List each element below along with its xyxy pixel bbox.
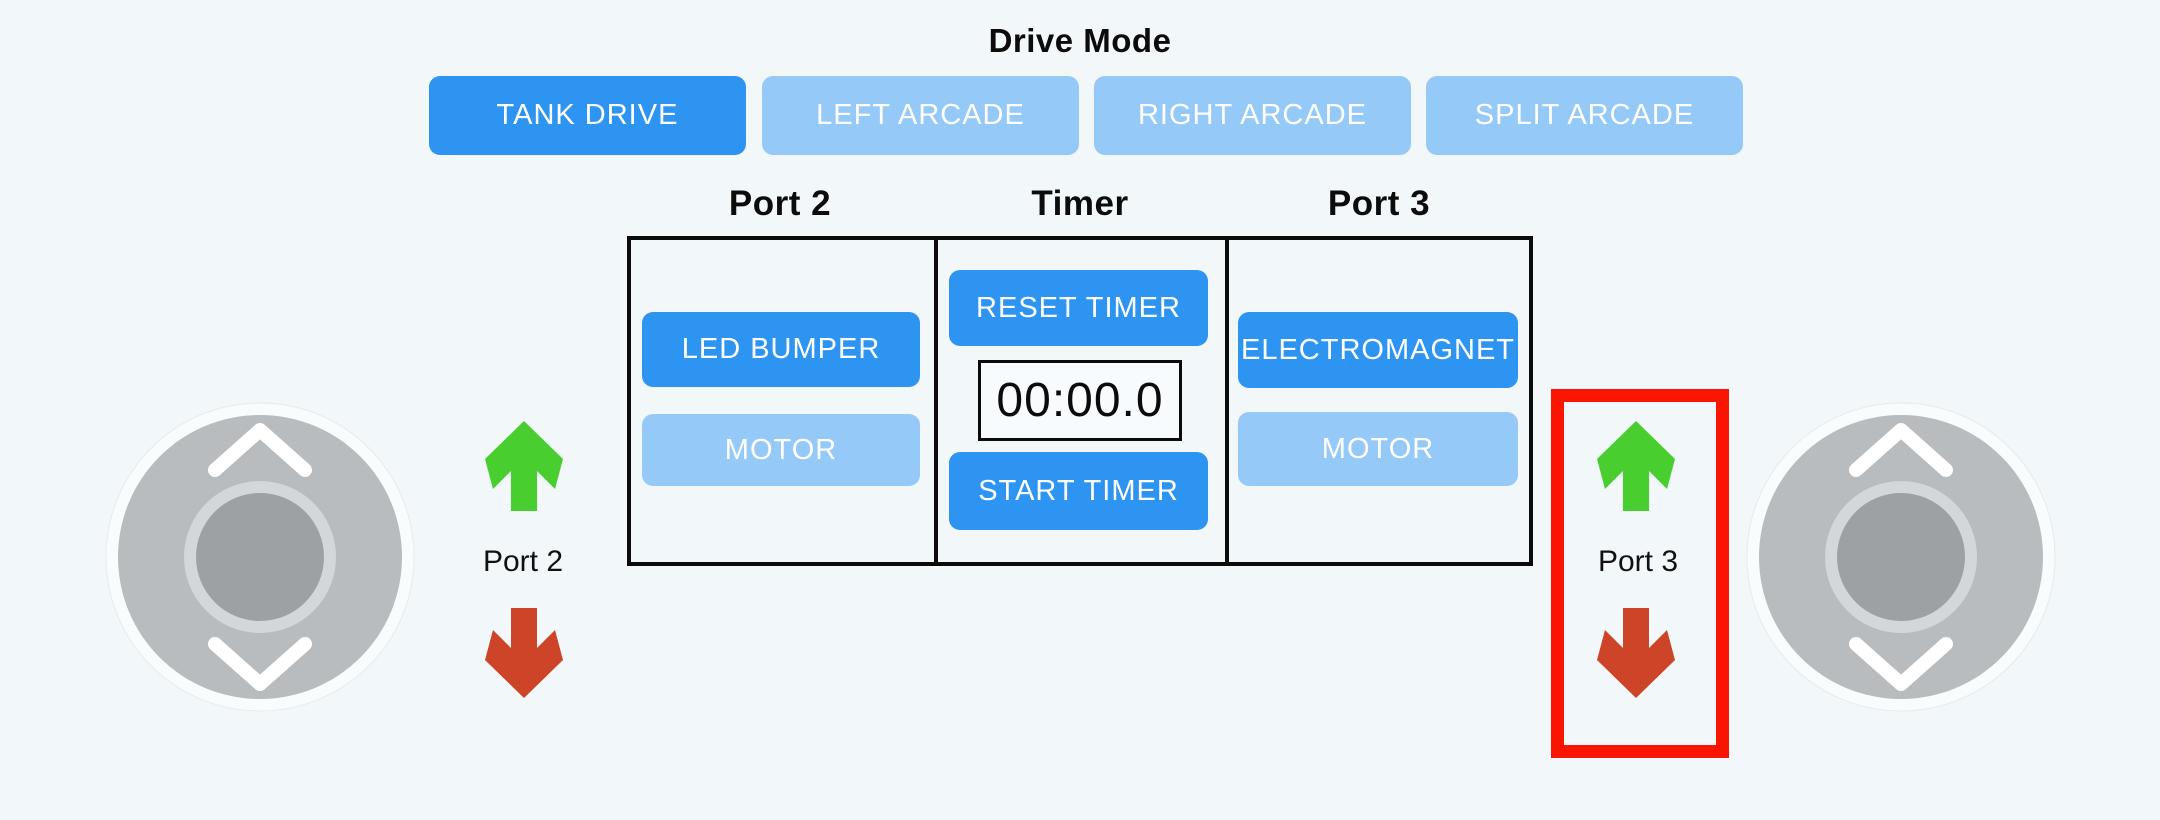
port3-electromagnet-button[interactable]: ELECTROMAGNET	[1238, 312, 1518, 388]
green-up-arrow-icon	[1597, 421, 1675, 511]
left-port-label: Port 2	[482, 545, 564, 578]
joystick-up-chevron-icon	[208, 423, 312, 477]
control-board-table	[627, 236, 1533, 566]
joystick-down-chevron-icon	[1849, 637, 1953, 691]
timer-column-header: Timer	[1031, 184, 1129, 223]
port3-column-header: Port 3	[1327, 184, 1431, 223]
start-timer-button[interactable]: START TIMER	[949, 452, 1208, 530]
red-down-arrow-icon	[1597, 608, 1675, 698]
red-down-arrow-icon	[485, 608, 563, 698]
green-up-arrow-icon	[485, 421, 563, 511]
timer-display: 00:00.0	[978, 360, 1182, 441]
port2-motor-button[interactable]: MOTOR	[642, 414, 920, 486]
port3-highlight-box	[1551, 389, 1729, 758]
joystick-knob[interactable]	[1837, 493, 1965, 621]
right-port-label: Port 3	[1597, 545, 1679, 578]
port2-led-bumper-button[interactable]: LED BUMPER	[642, 312, 920, 387]
mode-button-left-arcade[interactable]: LEFT ARCADE	[762, 76, 1079, 155]
port3-motor-button[interactable]: MOTOR	[1238, 412, 1518, 486]
right-joystick[interactable]	[1741, 397, 2061, 717]
left-joystick[interactable]	[100, 397, 420, 717]
joystick-down-chevron-icon	[208, 637, 312, 691]
mode-button-tank-drive[interactable]: TANK DRIVE	[429, 76, 746, 155]
joystick-knob[interactable]	[196, 493, 324, 621]
joystick-up-chevron-icon	[1849, 423, 1953, 477]
drive-mode-title: Drive Mode	[988, 22, 1172, 59]
mode-button-right-arcade[interactable]: RIGHT ARCADE	[1094, 76, 1411, 155]
column-divider	[934, 240, 938, 562]
mode-button-split-arcade[interactable]: SPLIT ARCADE	[1426, 76, 1743, 155]
column-divider	[1225, 240, 1229, 562]
port2-column-header: Port 2	[728, 184, 832, 223]
reset-timer-button[interactable]: RESET TIMER	[949, 270, 1208, 346]
